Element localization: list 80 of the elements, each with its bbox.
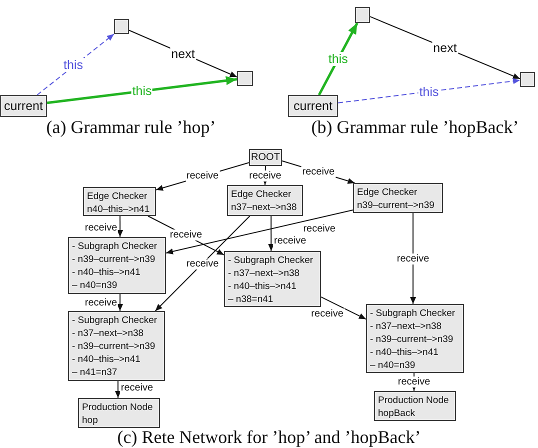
edge-checker-box — [227, 185, 303, 216]
box-text: - n40–this–>n41 — [72, 353, 140, 366]
box-text: hop — [82, 414, 98, 427]
box-text: - Subgraph Checker — [370, 307, 456, 320]
edge-label: receive — [248, 170, 282, 181]
box-text: - n39–current–>n39 — [72, 340, 156, 353]
production-node-box — [374, 391, 456, 421]
arrow — [318, 22, 358, 96]
edge-label: this — [131, 84, 153, 98]
arrow — [338, 78, 520, 104]
box-text: - n37–next–>n38 — [72, 327, 144, 340]
arrow — [320, 296, 366, 320]
box-text: – n41=n37 — [72, 366, 118, 379]
node-label: current — [4, 99, 43, 113]
edge-label: receive — [168, 230, 204, 241]
box-text: - n40–this–>n41 — [370, 346, 438, 359]
edge-checker-box — [83, 187, 156, 216]
box-text: - Subgraph Checker — [72, 240, 158, 253]
arrow — [410, 212, 416, 304]
node-square — [520, 72, 535, 87]
box-text: - n37–next–>n38 — [370, 320, 442, 333]
arrow — [166, 210, 354, 254]
edge-label: receive — [396, 253, 430, 264]
edge-label: receive — [84, 297, 118, 308]
box-title: Edge Checker — [231, 188, 292, 201]
box-text: – n40=n39 — [72, 279, 118, 292]
figure-caption: (b) Grammar rule ’hopBack’ — [311, 117, 519, 137]
box-text: n40–this–>n41 — [87, 203, 150, 216]
rule-node-box — [288, 95, 338, 117]
edge-label: receive — [396, 376, 432, 388]
edge-label: receive — [185, 170, 220, 182]
box-text: hopBack — [378, 407, 415, 420]
rule-node-box — [0, 95, 47, 117]
node-square — [355, 7, 370, 23]
edge-label: receive — [120, 382, 154, 393]
edge-label: next — [170, 46, 196, 61]
figure-caption: (c) Rete Network for ’hop’ and ’hopBack’ — [117, 427, 421, 447]
box-title: Production Node — [82, 401, 153, 414]
arrow — [154, 216, 250, 312]
figure-caption: (a) Grammar rule ’hop’ — [46, 117, 216, 137]
node-label: ROOT — [251, 152, 280, 164]
edge-checker-box — [353, 183, 443, 213]
arrow — [117, 294, 123, 312]
edge-label: receive — [310, 308, 344, 320]
subgraph-checker-box — [366, 304, 464, 373]
box-text: – n40=n39 — [370, 359, 416, 372]
box-text: - Subgraph Checker — [72, 314, 158, 327]
box-text: - n39–current–>n39 — [72, 253, 156, 266]
edge-label: receive — [272, 235, 308, 246]
edge-label: receive — [185, 258, 220, 269]
box-title: Edge Checker — [87, 190, 148, 203]
edge-label: this — [62, 58, 84, 72]
box-text: - Subgraph Checker — [228, 254, 314, 267]
edge-label: next — [432, 40, 458, 55]
production-node-box — [78, 398, 160, 428]
box-text: - n40–this–>n41 — [72, 266, 140, 279]
subgraph-checker-box — [68, 237, 166, 294]
edge-label: receive — [301, 166, 336, 178]
arrow — [115, 380, 121, 398]
edge-label: receive — [302, 223, 336, 234]
box-title: Production Node — [378, 394, 449, 407]
edge-label: this — [327, 52, 349, 66]
subgraph-checker-box — [68, 311, 165, 381]
box-text: n39–current–>n39 — [357, 199, 434, 212]
node-square — [114, 19, 129, 34]
node-square — [237, 71, 253, 86]
arrow — [117, 216, 124, 238]
edge-label: receive — [84, 222, 118, 233]
box-text: n37–next–>n38 — [231, 201, 297, 214]
arrow — [268, 216, 274, 252]
box-text: - n37–next–>n38 — [228, 267, 300, 280]
box-text: - n40–this–>n41 — [228, 280, 296, 293]
arrow — [36, 34, 114, 96]
box-text: - n39–current–>n39 — [370, 333, 454, 346]
box-text: – n38=n41 — [228, 293, 274, 306]
box-title: Edge Checker — [357, 186, 418, 199]
subgraph-checker-box — [224, 251, 321, 307]
edge-label: this — [418, 84, 440, 99]
arrow — [46, 76, 238, 104]
node-label: current — [294, 99, 332, 113]
